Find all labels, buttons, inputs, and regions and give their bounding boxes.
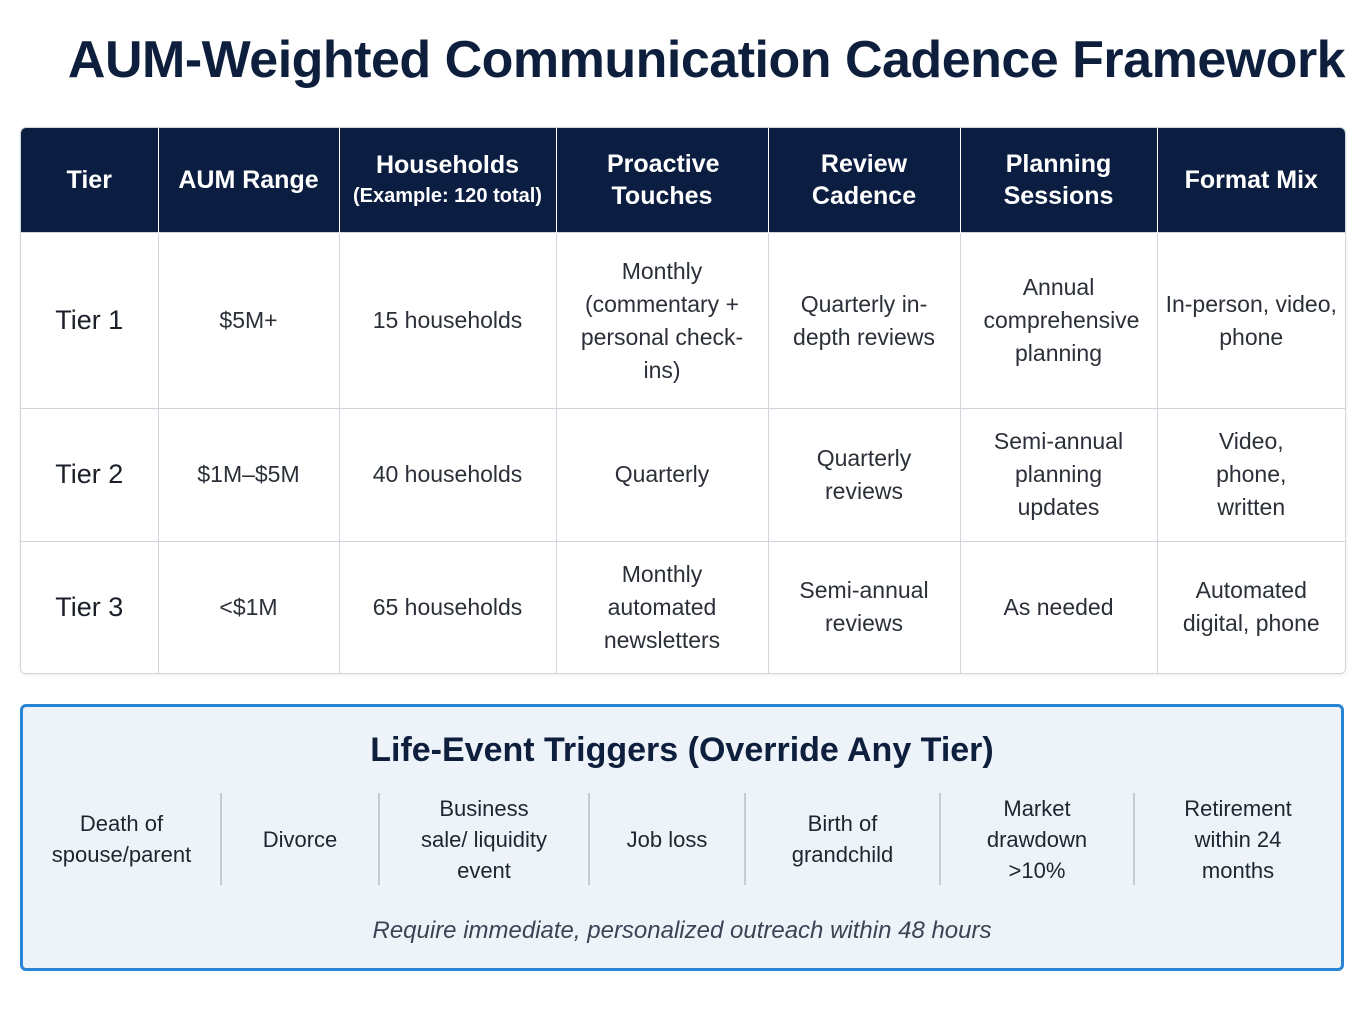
trigger-item: Job loss xyxy=(590,793,746,885)
header-format-mix: Format Mix xyxy=(1157,128,1345,233)
header-planning-sessions: Planning Sessions xyxy=(960,128,1158,233)
table-row: Tier 2 $1M–$5M 40 households Quarterly Q… xyxy=(21,408,1345,542)
cell-review: Semi-annual reviews xyxy=(768,540,961,673)
header-households-sub: (Example: 120 total) xyxy=(353,185,542,207)
trigger-item: Birth of grandchild xyxy=(746,793,941,885)
cell-planning: Annual comprehensive planning xyxy=(960,231,1158,409)
header-review-cadence: Review Cadence xyxy=(768,128,961,233)
cell-review: Quarterly reviews xyxy=(768,408,961,542)
cell-review: Quarterly in-depth reviews xyxy=(768,231,961,409)
trigger-list: Death of spouse/parent Divorce Business … xyxy=(23,793,1341,885)
cell-format: In-person, video, phone xyxy=(1157,231,1345,409)
cell-aum: $5M+ xyxy=(158,231,340,409)
header-aum-range: AUM Range xyxy=(158,128,340,233)
cell-touches: Monthly automated newsletters xyxy=(556,540,769,673)
cell-touches: Monthly (commentary + personal check-ins… xyxy=(556,231,769,409)
table-header-row: Tier AUM Range Households(Example: 120 t… xyxy=(21,128,1345,233)
trigger-item: Death of spouse/parent xyxy=(23,793,222,885)
trigger-item: Divorce xyxy=(222,793,380,885)
header-proactive-touches: Proactive Touches xyxy=(556,128,769,233)
cell-aum: $1M–$5M xyxy=(158,408,340,542)
trigger-item: Business sale/ liquidity event xyxy=(380,793,590,885)
cell-aum: <$1M xyxy=(158,540,340,673)
table-row: Tier 3 <$1M 65 households Monthly automa… xyxy=(21,540,1345,673)
cadence-table: Tier AUM Range Households(Example: 120 t… xyxy=(20,127,1346,674)
life-event-triggers-panel: Life-Event Triggers (Override Any Tier) … xyxy=(20,704,1344,971)
cell-tier: Tier 1 xyxy=(21,231,159,409)
header-households: Households(Example: 120 total) xyxy=(339,128,557,233)
cell-format: Automated digital, phone xyxy=(1157,540,1345,673)
trigger-item: Market drawdown >10% xyxy=(941,793,1135,885)
cell-planning: As needed xyxy=(960,540,1158,673)
cell-planning: Semi-annual planning updates xyxy=(960,408,1158,542)
cell-households: 40 households xyxy=(339,408,557,542)
page-title: AUM-Weighted Communication Cadence Frame… xyxy=(67,31,1346,89)
triggers-note: Require immediate, personalized outreach… xyxy=(372,917,992,944)
cell-households: 15 households xyxy=(339,231,557,409)
trigger-item: Retirement within 24 months xyxy=(1184,795,1292,883)
triggers-title: Life-Event Triggers (Override Any Tier) xyxy=(370,731,994,769)
cell-tier: Tier 2 xyxy=(21,408,159,542)
cell-format: Video, phone, written xyxy=(1157,408,1345,542)
cell-touches: Quarterly xyxy=(556,408,769,542)
table-row: Tier 1 $5M+ 15 households Monthly (comme… xyxy=(21,231,1345,409)
cell-households: 65 households xyxy=(339,540,557,673)
header-tier: Tier xyxy=(21,128,159,233)
cell-tier: Tier 3 xyxy=(21,540,159,673)
